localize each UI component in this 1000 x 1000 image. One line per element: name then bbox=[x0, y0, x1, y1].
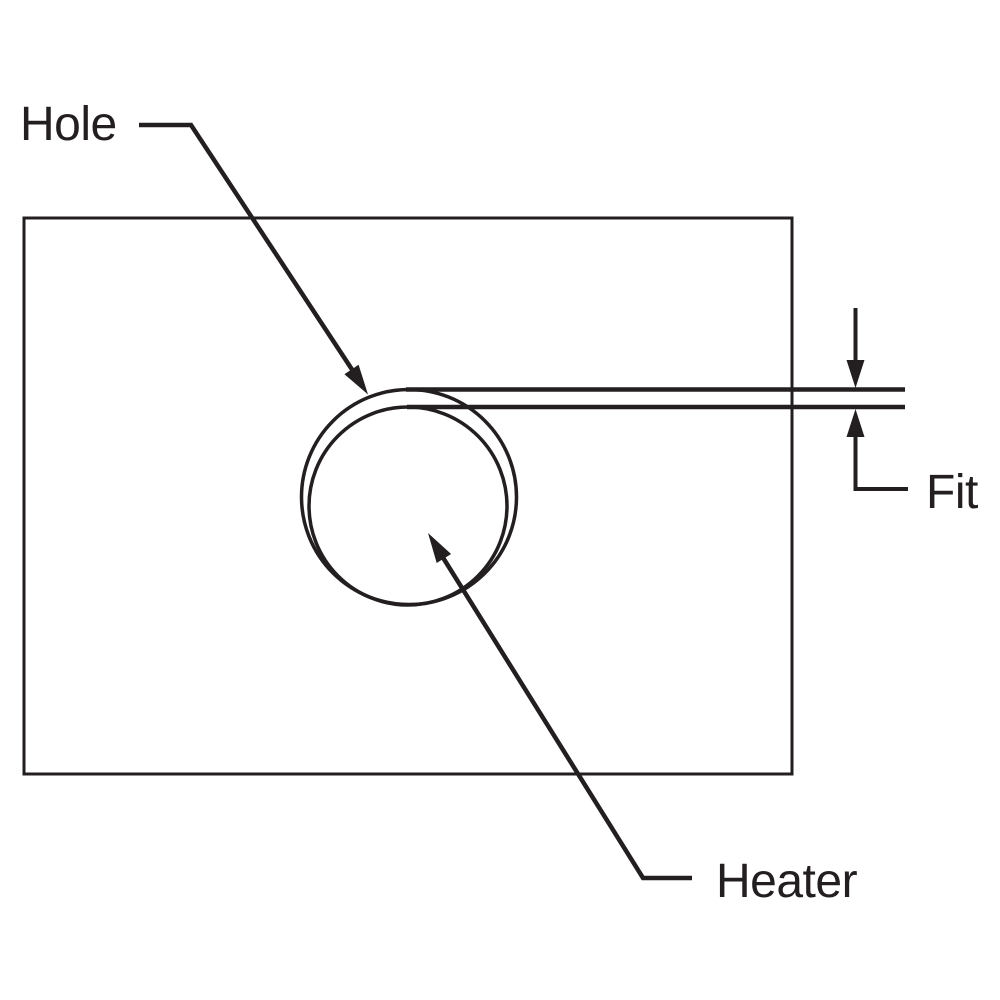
fit-label: Fit bbox=[926, 466, 978, 519]
heater-circle bbox=[307, 405, 509, 607]
hole-leader-line bbox=[139, 122, 355, 373]
fit-leader-line bbox=[853, 435, 908, 491]
hole-label: Hole bbox=[20, 98, 117, 151]
heater-arrowhead-icon bbox=[428, 533, 452, 563]
hole-arrowhead-icon bbox=[344, 364, 368, 395]
plate-outline bbox=[22, 216, 794, 776]
heater-label: Heater bbox=[716, 855, 858, 908]
fit-arrow-up-icon bbox=[846, 409, 865, 437]
fit-arrow-down-icon bbox=[846, 360, 865, 388]
heater-leader-line bbox=[440, 554, 692, 881]
